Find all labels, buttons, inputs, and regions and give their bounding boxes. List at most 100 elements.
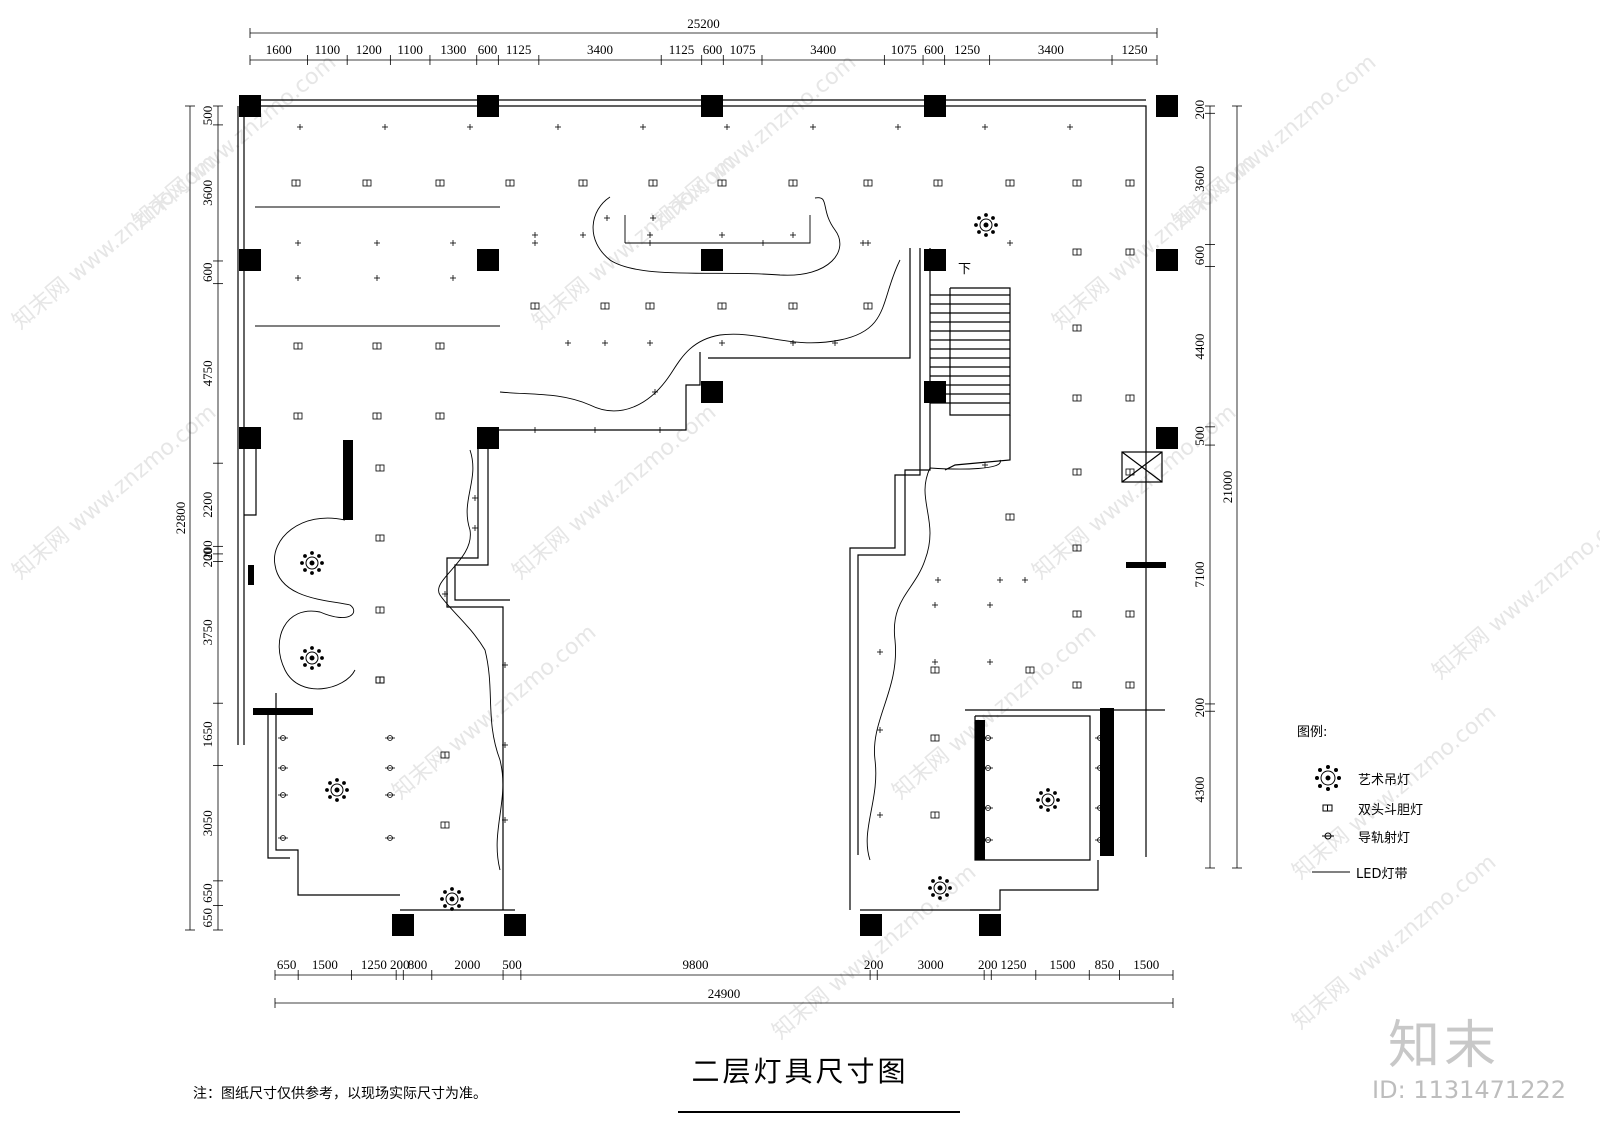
double-head-grille-light-icon: [1125, 248, 1135, 256]
double-head-grille-light-icon: [648, 179, 658, 187]
structural-column: [239, 249, 261, 271]
dim-value: 1250: [1122, 42, 1148, 57]
track-spotlight-icon: [374, 275, 380, 281]
dim-value: 1300: [440, 42, 466, 57]
dim-total: 21000: [1220, 471, 1235, 504]
track-spotlight-icon: [932, 659, 938, 665]
structural-column: [477, 249, 499, 271]
track-spotlight-icon: [472, 495, 478, 501]
track-spotlight-icon: [502, 662, 508, 668]
spotlight-icon: [1095, 837, 1105, 843]
double-head-grille-light-icon: [1125, 468, 1135, 476]
courtyard-wall-b: [708, 248, 911, 359]
wall-segment: [1100, 708, 1114, 856]
legend-label: 艺术吊灯: [1358, 773, 1411, 788]
track-spotlight-icon: [604, 215, 610, 221]
wall-segment: [975, 720, 985, 860]
structural-column: [979, 914, 1001, 936]
shaft-cross: [1121, 451, 1163, 483]
dim-value: 200: [864, 957, 884, 972]
dim-value: 1125: [506, 42, 532, 57]
wall-segment: [1126, 562, 1166, 568]
structural-column: [239, 427, 261, 449]
double-head-grille-light-icon: [788, 179, 798, 187]
double-head-grille-light-icon: [1005, 513, 1015, 521]
double-head-grille-light-icon: [930, 666, 940, 674]
track-spotlight-icon: [832, 340, 838, 346]
track-spotlight-icon: [647, 240, 653, 246]
dim-value: 1500: [1133, 957, 1159, 972]
dim-value: 200: [978, 957, 998, 972]
structural-column: [504, 914, 526, 936]
dim-value: 4750: [200, 360, 215, 386]
spotlight-icon: [278, 792, 288, 798]
light-fixtures: [278, 124, 1135, 911]
dim-value: 9800: [682, 957, 708, 972]
double-head-grille-light-icon: [1072, 544, 1082, 552]
led-strip-curve: [866, 459, 1001, 861]
dimension-lines: [185, 28, 1242, 1008]
structural-column: [477, 95, 499, 117]
track-spotlight-icon: [652, 389, 658, 395]
track-spotlight-icon: [502, 742, 508, 748]
track-spotlight-icon: [640, 124, 646, 130]
double-head-grille-light-icon: [1025, 666, 1035, 674]
track-spotlight-icon: [982, 124, 988, 130]
dim-value: 1125: [669, 42, 695, 57]
watermark-id: ID: 1131471222: [1372, 1076, 1566, 1104]
dim-value: 1650: [200, 721, 215, 747]
drawing-title: 二层灯具尺寸图: [691, 1055, 909, 1088]
track-spotlight-icon: [532, 240, 538, 246]
led-strip-curve: [499, 259, 901, 412]
track-spotlight-icon: [647, 340, 653, 346]
double-head-grille-light-icon: [1072, 324, 1082, 332]
track-spotlight-icon: [987, 602, 993, 608]
dim-value: 3050: [200, 810, 215, 836]
double-head-grille-light-icon: [435, 412, 445, 420]
dim-value: 650: [200, 908, 215, 928]
track-spotlight-icon: [472, 525, 478, 531]
double-head-grille-light-icon: [578, 179, 588, 187]
spotlight-icon: [278, 835, 288, 841]
double-head-grille-light-icon: [1125, 394, 1135, 402]
track-spotlight-icon: [997, 577, 1003, 583]
dim-value: 1500: [1050, 957, 1076, 972]
led-strip-lines: [255, 196, 1001, 871]
track-spotlight-icon: [790, 232, 796, 238]
track-spotlight-icon: [532, 427, 538, 433]
outer-wall-right: [244, 105, 1147, 857]
track-spotlight-icon: [877, 812, 883, 818]
legend-label: LED灯带: [1356, 867, 1408, 882]
dim-value: 3600: [200, 180, 215, 206]
legend-symbols: [1312, 765, 1350, 873]
track-spotlight-icon: [719, 340, 725, 346]
double-head-grille-light-icon: [933, 179, 943, 187]
structural-column: [924, 381, 946, 403]
spotlight-icon: [1095, 765, 1105, 771]
legend-title: 图例:: [1297, 725, 1328, 740]
track-spotlight-icon: [810, 124, 816, 130]
double-head-grille-light-icon: [717, 302, 727, 310]
spotlight-icon: [385, 735, 395, 741]
dim-value: 200: [1192, 698, 1207, 718]
structural-column: [477, 427, 499, 449]
double-head-grille-light-icon: [863, 302, 873, 310]
dim-value: 800: [408, 957, 428, 972]
double-head-grille-light-icon: [717, 179, 727, 187]
double-head-grille-light-icon: [293, 342, 303, 350]
track-spotlight-icon: [532, 232, 538, 238]
track-spotlight-icon: [860, 240, 866, 246]
double-head-grille-light-icon: [375, 464, 385, 472]
dim-value: 1100: [315, 42, 341, 57]
double-head-grille-light-icon: [1125, 610, 1135, 618]
track-spotlight-icon: [987, 659, 993, 665]
structural-column: [392, 914, 414, 936]
wall-outlines: [237, 99, 1165, 911]
track-spotlight-icon: [1322, 832, 1334, 840]
track-spotlight-icon: [650, 215, 656, 221]
dim-value: 2000: [454, 957, 480, 972]
track-spotlight-icon: [719, 232, 725, 238]
dim-value: 200: [1192, 100, 1207, 120]
